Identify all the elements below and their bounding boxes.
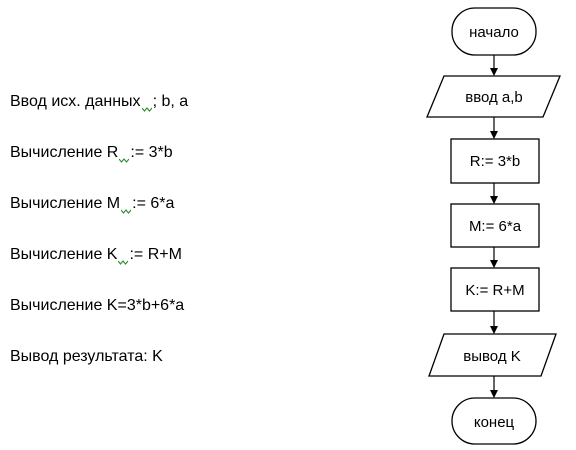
step-output: Вывод результата: K [10, 348, 163, 365]
squiggle-mark [118, 251, 129, 265]
process-k-label: K:= R+M [465, 282, 524, 299]
output-label: вывод K [463, 348, 521, 365]
process-m [450, 203, 540, 248]
start-terminal [451, 7, 537, 56]
step-compute-m: Вычисление M:= 6*a [10, 195, 175, 214]
squiggle-mark [120, 200, 132, 214]
process-r-label: R:= 3*b [470, 153, 520, 170]
end-terminal [451, 397, 537, 445]
process-k [450, 267, 540, 312]
input-block [426, 75, 561, 118]
steps-list: Ввод исх. данных; b, a Вычисление R:= 3*… [10, 93, 189, 365]
step-compute-k: Вычисление K:= R+M [10, 246, 182, 265]
start-label: начало [469, 24, 519, 41]
step-compute-r: Вычисление R:= 3*b [10, 144, 173, 163]
end-label: конец [474, 414, 515, 431]
output-block [428, 333, 557, 377]
input-label: ввод a,b [465, 89, 523, 106]
process-r [450, 138, 540, 184]
step-input: Ввод исх. данных; b, a [10, 93, 189, 112]
squiggle-mark [118, 149, 130, 163]
squiggle-mark [141, 98, 152, 112]
step-compute-k-full: Вычисление K=3*b+6*a [10, 297, 185, 314]
process-m-label: M:= 6*a [469, 218, 522, 235]
